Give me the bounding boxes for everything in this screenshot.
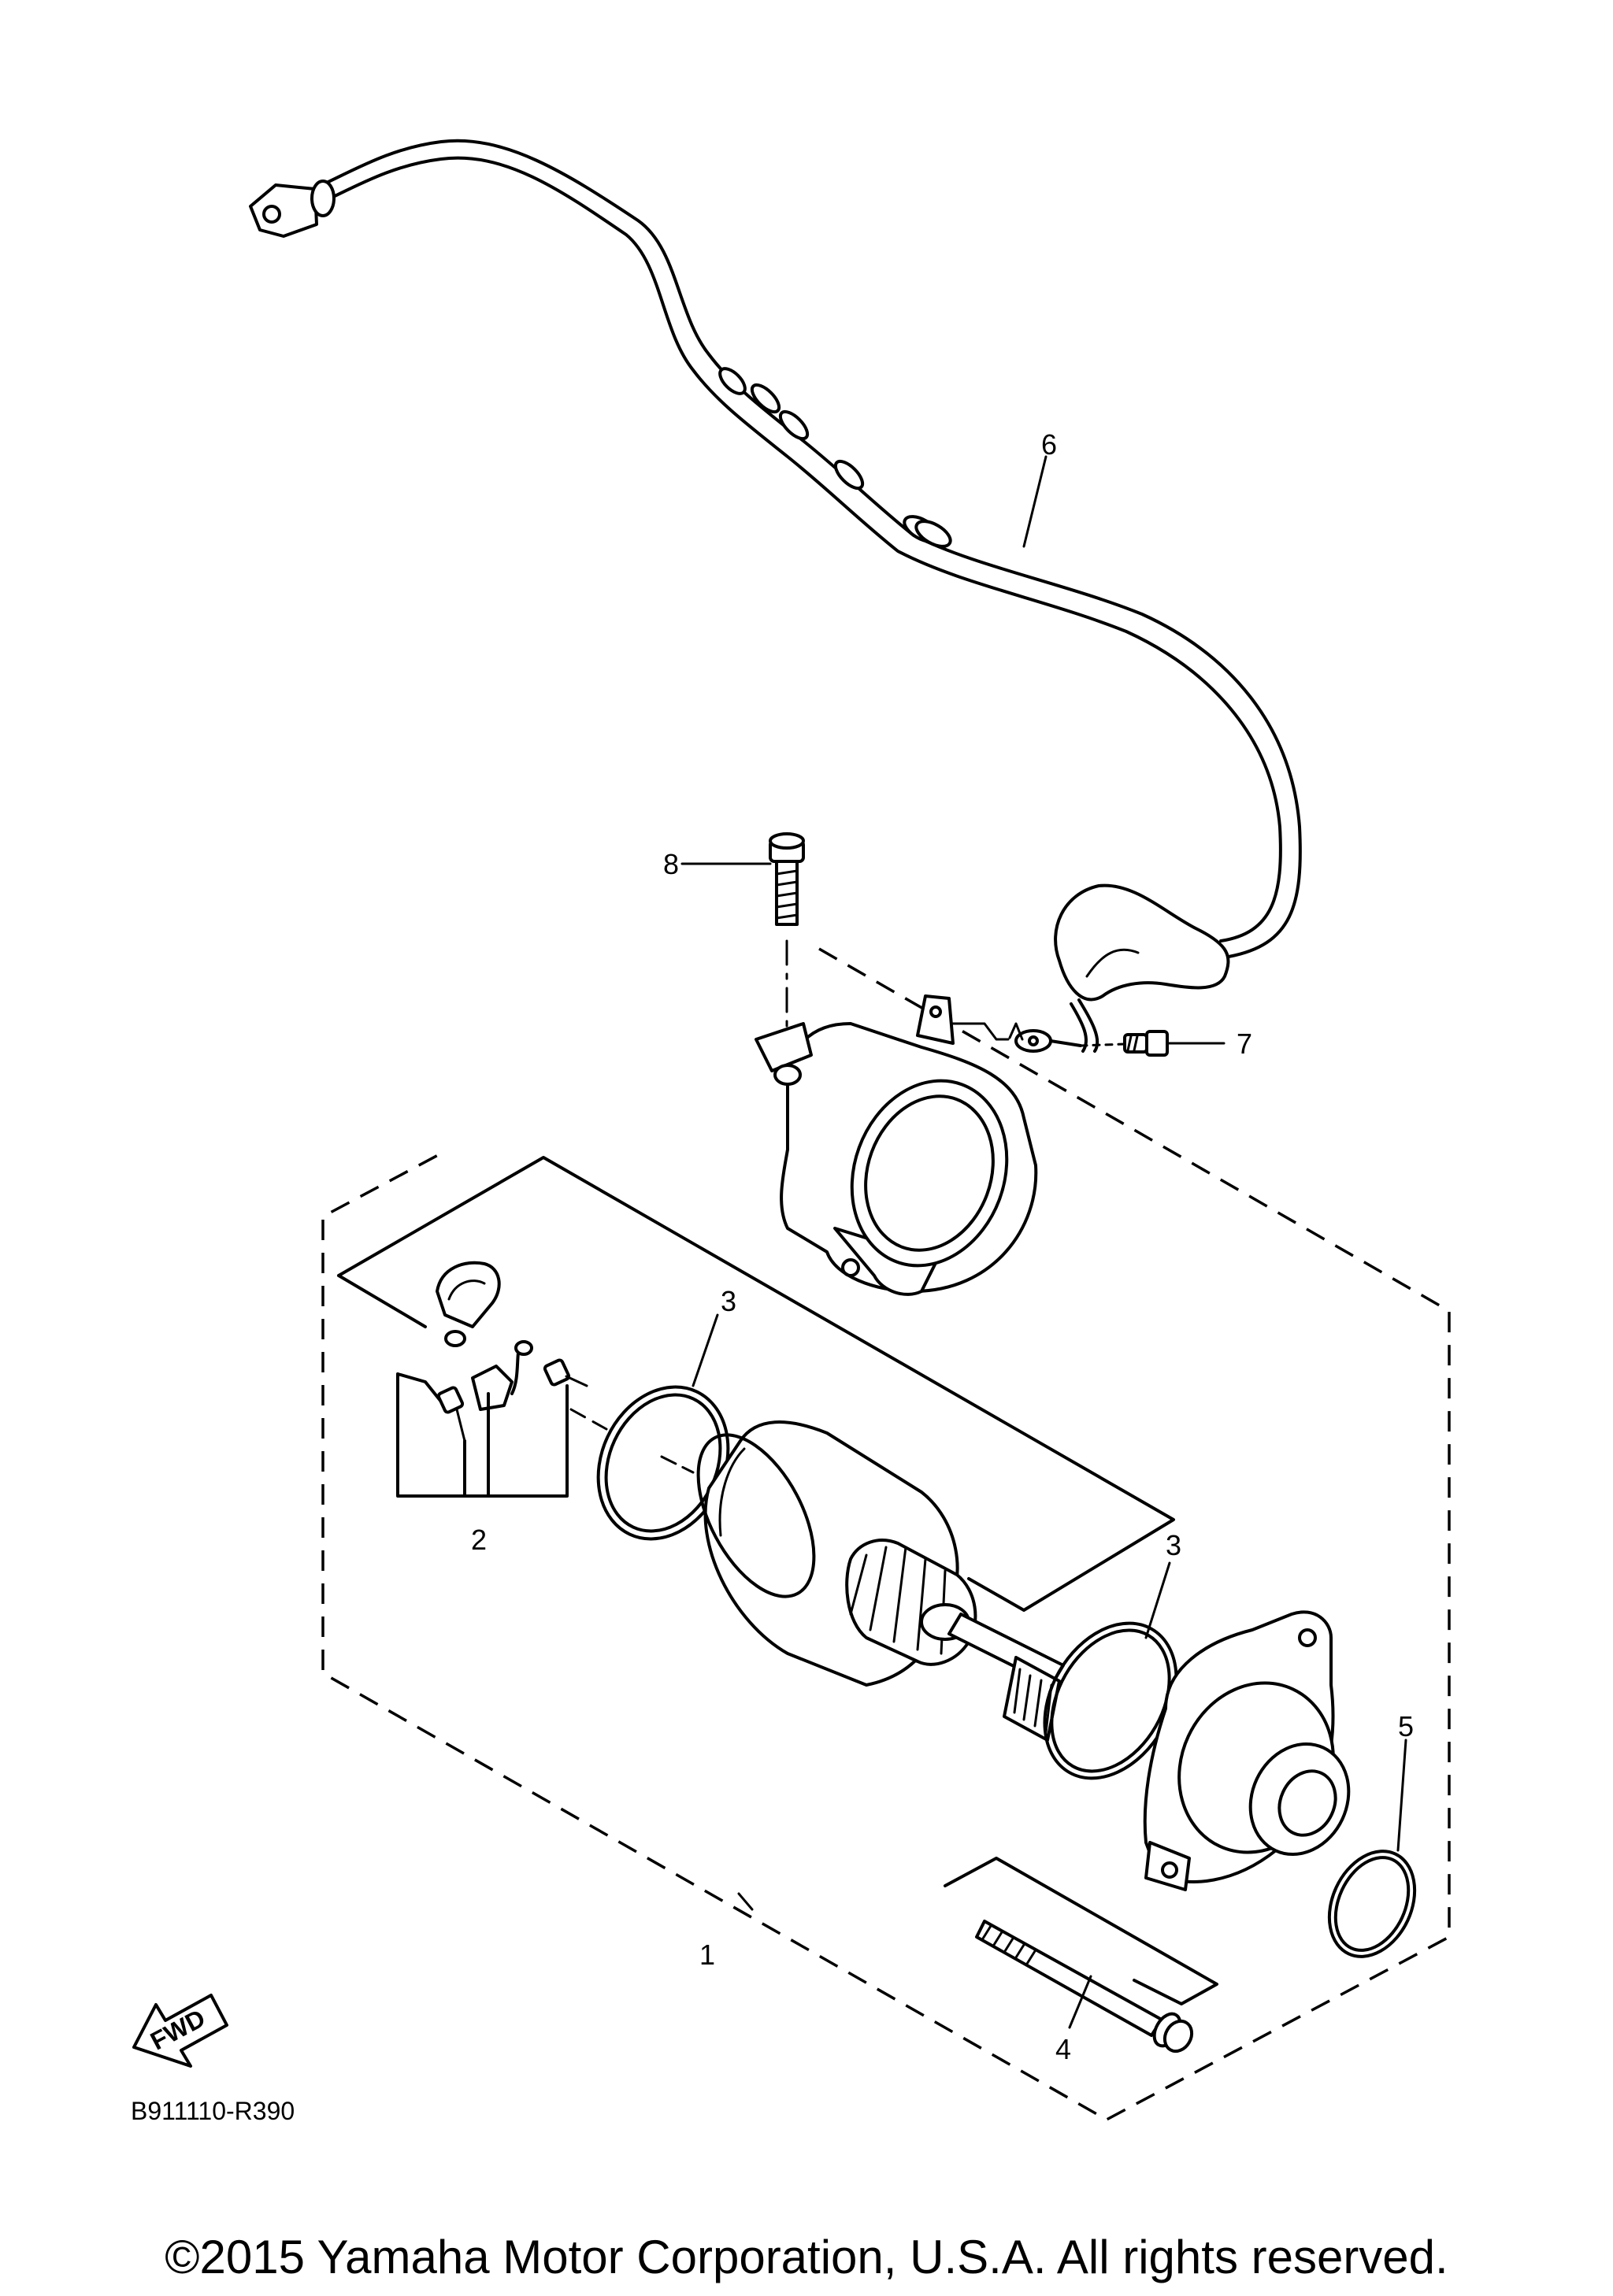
callout-1: 1 bbox=[699, 1939, 715, 1971]
callout-8: 8 bbox=[663, 848, 679, 880]
callout-2: 2 bbox=[471, 1524, 487, 1556]
cable-grommets bbox=[718, 367, 952, 548]
cable-ring-terminal bbox=[249, 180, 336, 238]
starter-front-housing bbox=[755, 994, 1038, 1296]
bolt-panel bbox=[944, 1857, 1218, 2005]
starter-cable bbox=[249, 139, 1302, 1053]
screw-7 bbox=[1079, 1030, 1169, 1057]
diagram-code: B911110-R390 bbox=[131, 2097, 295, 2125]
brush-holder-parts bbox=[396, 1261, 608, 1498]
callout-labels: 1 2 3 3 4 5 6 7 8 bbox=[471, 428, 1414, 2065]
callout-3-right: 3 bbox=[1166, 1529, 1181, 1561]
callout-4: 4 bbox=[1055, 2033, 1071, 2065]
callout-5: 5 bbox=[1398, 1710, 1414, 1742]
leader-lines bbox=[680, 455, 1407, 2029]
starter-motor-yoke bbox=[696, 1420, 1065, 1742]
callout-7: 7 bbox=[1237, 1028, 1252, 1060]
o-ring-5 bbox=[1327, 1850, 1417, 1958]
callout-6: 6 bbox=[1041, 428, 1057, 461]
bolt-4 bbox=[975, 1920, 1194, 2053]
callout-3-left: 3 bbox=[721, 1285, 736, 1317]
starter-rear-cover bbox=[1143, 1610, 1351, 1891]
brush-holder-panel bbox=[337, 1156, 1175, 1612]
fwd-arrow-icon: FWD bbox=[132, 1994, 228, 2068]
cable-boot bbox=[1014, 883, 1230, 1053]
copyright-notice: ©2015 Yamaha Motor Corporation, U.S.A. A… bbox=[165, 2231, 1448, 2283]
